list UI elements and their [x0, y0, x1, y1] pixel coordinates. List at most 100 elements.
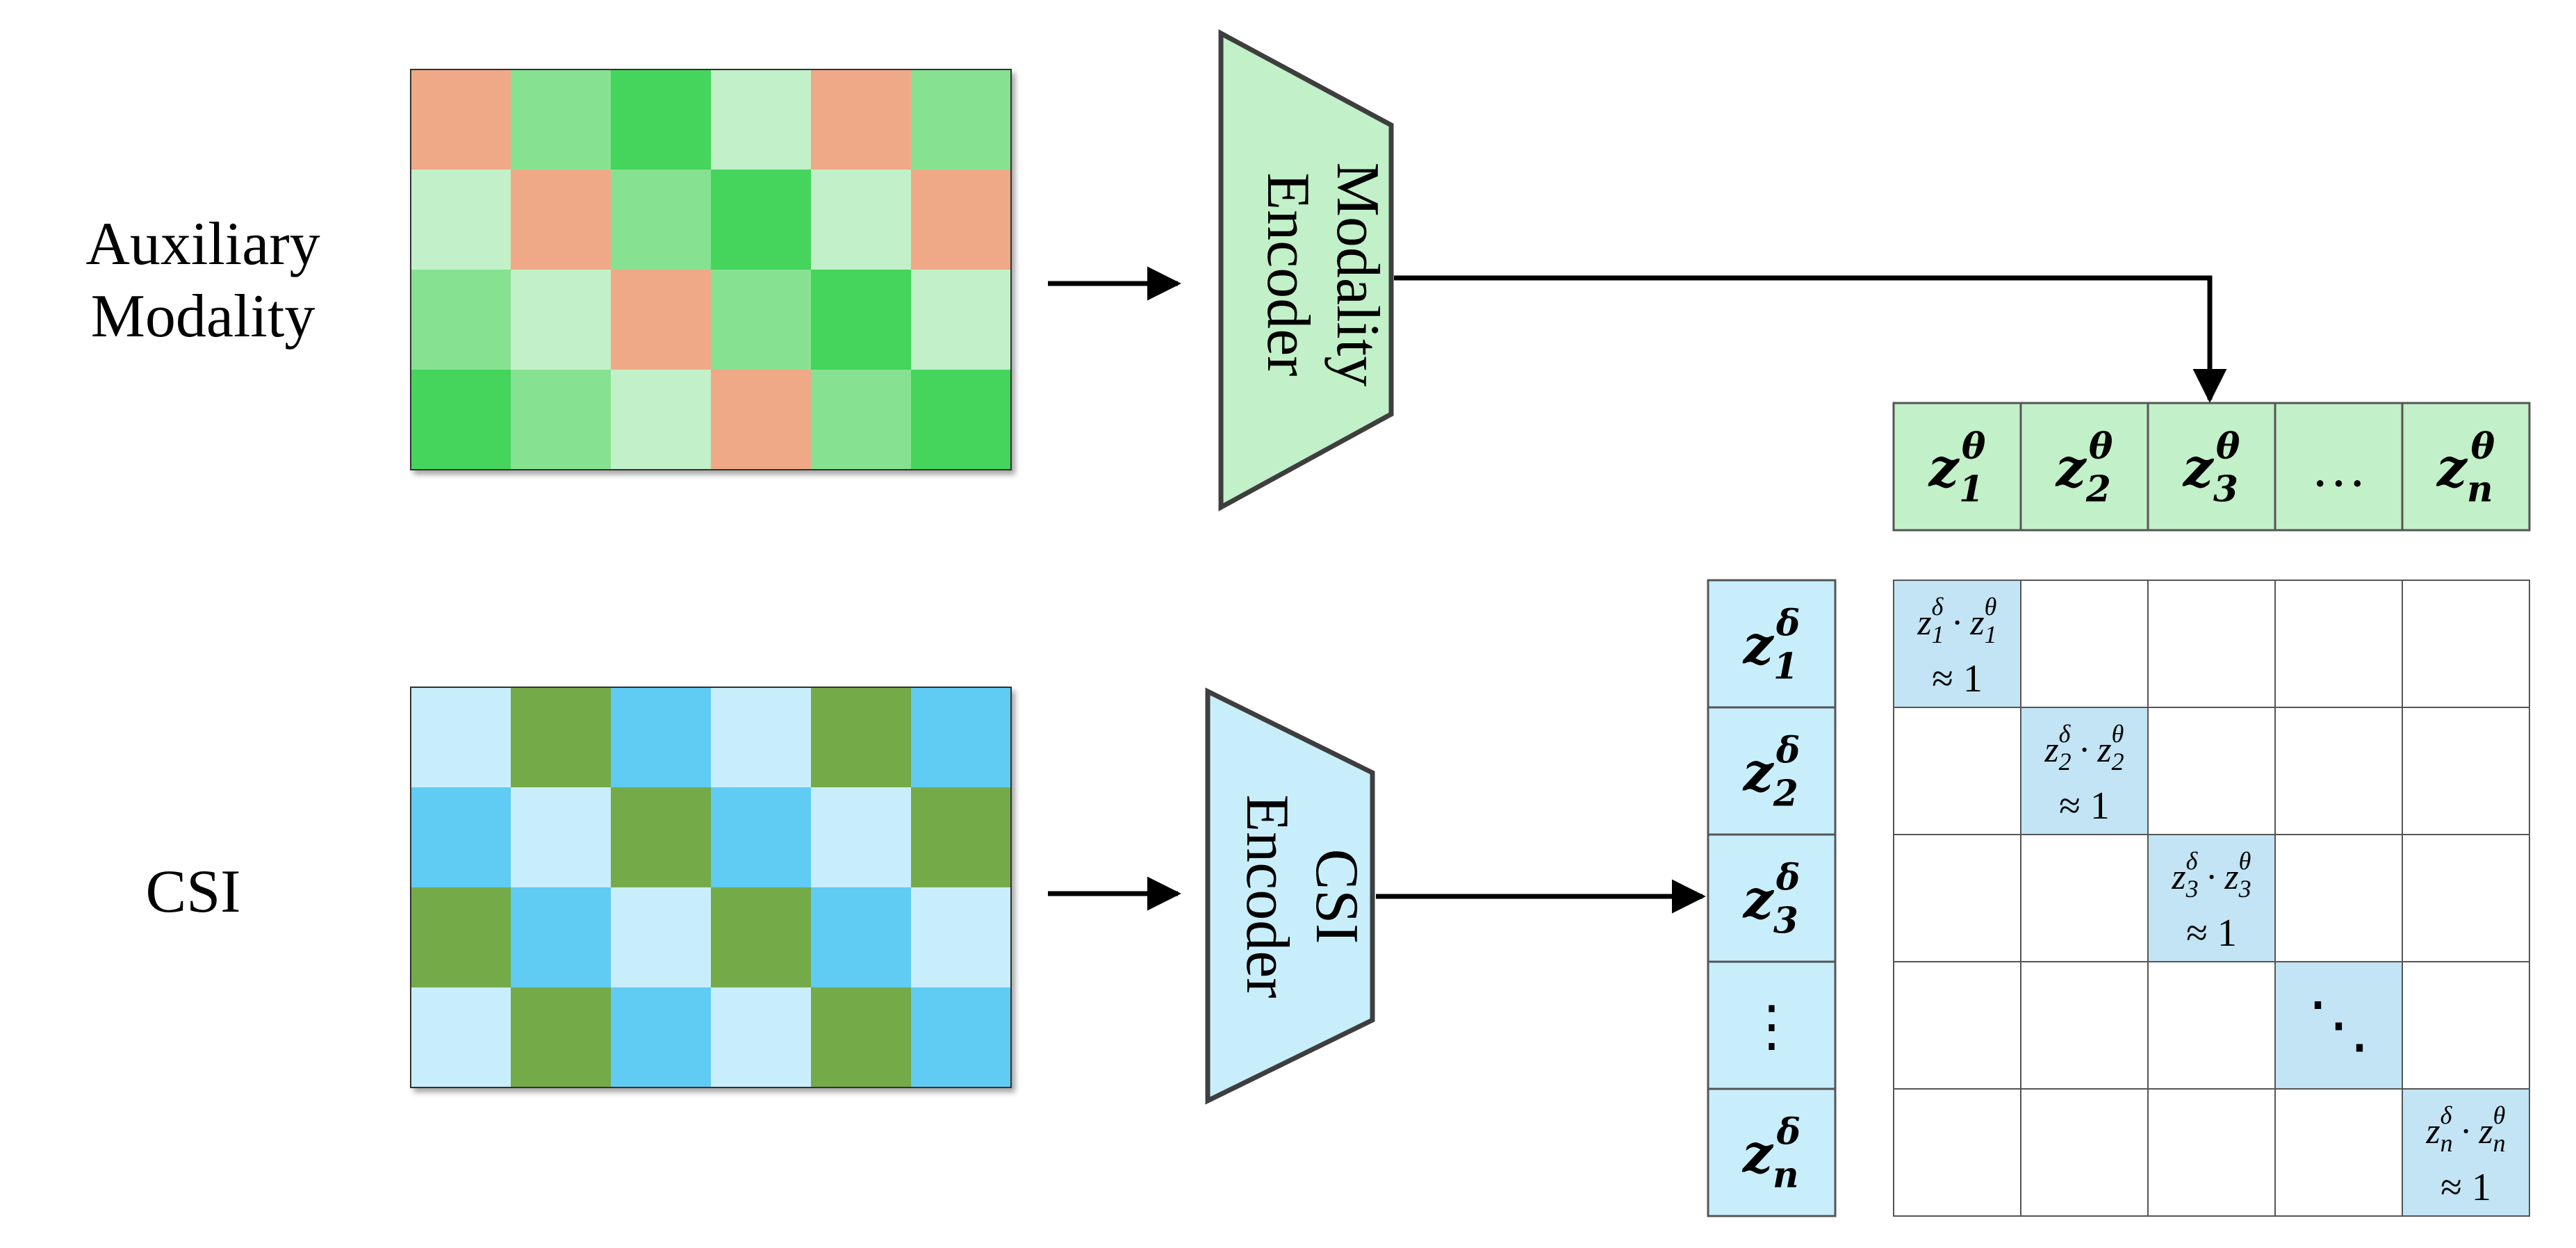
theta-embedding-label: znθ: [2436, 425, 2495, 511]
csi-grid-cell: [411, 887, 511, 987]
csi-grid-cell: [611, 787, 711, 887]
delta-vector-cell: [1707, 833, 1837, 963]
aux-grid-cell: [611, 170, 711, 270]
matrix-cell: [1893, 834, 2021, 962]
aux-grid-cell: [911, 370, 1011, 470]
matrix-diagonal-product: z3δ · z3θ: [2171, 847, 2251, 903]
delta-embedding-label: ⋮: [1744, 996, 1800, 1058]
aux-modality-input-grid: [410, 69, 1012, 470]
csi-input-grid: [410, 687, 1012, 1088]
csi-grid-cell: [911, 787, 1011, 887]
csi-label: CSI: [146, 858, 241, 926]
csi-grid-cell: [811, 787, 911, 887]
matrix-cell: [2402, 834, 2530, 962]
aux-grid-cell: [911, 270, 1011, 370]
theta-embedding-label: z3θ: [2182, 425, 2240, 511]
matrix-cell: [2402, 961, 2530, 1090]
matrix-diagonal-cell: [2020, 707, 2149, 835]
csi-grid-cell: [511, 787, 611, 887]
matrix-cell: [2020, 834, 2149, 962]
matrix-cell: [2402, 580, 2530, 708]
matrix-diagonal-product: z1δ · z1θ: [1917, 593, 1996, 648]
theta-embedding-label: z2θ: [2055, 425, 2113, 511]
matrix-diagonal-approx: ≈ 1: [2059, 785, 2110, 828]
matrix-diagonal-approx: ≈ 1: [1932, 657, 1983, 700]
aux-grid-cell: [511, 270, 611, 370]
matrix-cell: [2274, 580, 2403, 708]
matrix-cell: [1893, 707, 2021, 835]
modality-encoder-label-line1: Modality: [1324, 163, 1391, 387]
matrix-diagonal-cell: [1893, 580, 2021, 708]
matrix-cell: [2274, 1088, 2403, 1217]
aux-grid-cell: [811, 170, 911, 270]
aux-grid-cell: [811, 270, 911, 370]
delta-vector-cell: [1707, 1087, 1837, 1217]
aux-grid-cell: [711, 370, 811, 470]
csi-grid-cell: [811, 687, 911, 787]
csi-grid-cell: [511, 987, 611, 1087]
matrix-diagonal-ellipsis: ⋱: [2308, 992, 2370, 1060]
aux-grid-border: [410, 69, 1012, 470]
modality-encoder-label-line2: Encoder: [1254, 172, 1322, 376]
matrix-cell: [2020, 1088, 2149, 1217]
aux-grid-cell: [911, 69, 1011, 170]
matrix-cell: [2274, 834, 2403, 962]
matrix-cell: [2147, 707, 2276, 835]
csi-grid-cell: [411, 687, 511, 787]
matrix-cell: [1893, 1088, 2021, 1217]
matrix-cell: [2274, 707, 2403, 835]
theta-vector-cell: [2401, 402, 2531, 532]
csi-grid-cell: [711, 987, 811, 1087]
matrix-cell: [2020, 961, 2149, 1090]
matrix-cell: [1893, 961, 2021, 1090]
theta-vector-cell: [1892, 402, 2022, 532]
theta-embedding-label: z1θ: [1928, 425, 1986, 511]
csi-grid-cell: [811, 987, 911, 1087]
theta-embedding-vector: z1θ z2θ z3θ … znθ: [1892, 402, 2531, 532]
matrix-cell: [2147, 961, 2276, 1090]
aux-grid-cell: [711, 170, 811, 270]
csi-grid-cell: [411, 987, 511, 1087]
aux-grid-cell: [411, 170, 511, 270]
similarity-matrix: z1δ · z1θ ≈ 1 z2δ · z2θ ≈ 1 z3δ · z3θ ≈ 1 ⋱ znδ…: [1893, 580, 2530, 1217]
modality-encoder: Modality Encoder: [1218, 29, 1394, 511]
csi-grid-border: [410, 687, 1012, 1088]
csi-grid-cell: [611, 687, 711, 787]
csi-grid-cell: [611, 887, 711, 987]
aux-grid-cell: [611, 69, 711, 170]
aux-grid-cell: [811, 370, 911, 470]
csi-encoder-label-line2: Encoder: [1233, 794, 1301, 998]
matrix-diagonal-cell: [2147, 834, 2276, 962]
delta-embedding-label: z2δ: [1742, 730, 1800, 815]
delta-embedding-label: znδ: [1741, 1111, 1800, 1197]
csi-encoder-label-line1: CSI: [1303, 849, 1370, 944]
matrix-diagonal-cell: [2274, 961, 2403, 1090]
aux-grid-cell: [711, 270, 811, 370]
aux-grid-cell: [511, 69, 611, 170]
delta-vector-cell: [1707, 706, 1837, 836]
csi-grid-cell: [511, 687, 611, 787]
csi-grid-cell: [911, 887, 1011, 987]
theta-vector-cell: [2019, 402, 2149, 532]
aux-grid-cell: [411, 69, 511, 170]
matrix-diagonal-cell: [2402, 1088, 2530, 1217]
matrix-diagonal-product: znδ · znθ: [2425, 1101, 2505, 1157]
aux-grid-cell: [911, 170, 1011, 270]
aux-grid-cell: [411, 270, 511, 370]
theta-embedding-label: …: [2311, 438, 2367, 499]
csi-grid-cell: [611, 987, 711, 1087]
theta-vector-cell: [2274, 402, 2404, 532]
matrix-cell: [2147, 1088, 2276, 1217]
matrix-cell: [2020, 580, 2149, 708]
aux-grid-cell: [511, 170, 611, 270]
aux-grid-cell: [811, 69, 911, 170]
modality-encoder-to-theta-arrow: [1394, 275, 2227, 403]
aux-modality-label-line2: Modality: [91, 283, 315, 350]
csi-grid-cell: [511, 887, 611, 987]
csi-grid-cell: [811, 887, 911, 987]
matrix-diagonal-approx: ≈ 1: [2440, 1166, 2491, 1209]
matrix-cell: [2402, 707, 2530, 835]
matrix-diagonal-product: z2δ · z2θ: [2044, 720, 2124, 775]
